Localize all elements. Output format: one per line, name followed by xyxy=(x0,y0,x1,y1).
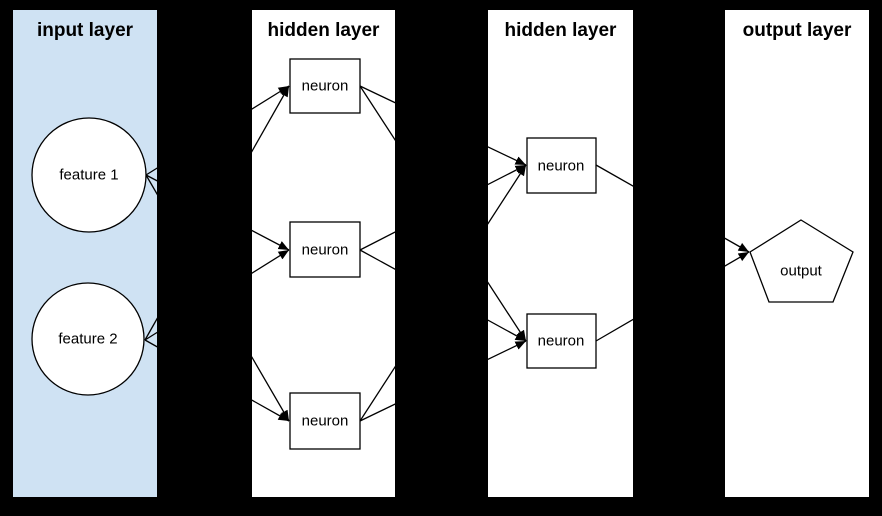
edge-f2-h1n2 xyxy=(144,249,290,341)
nodes xyxy=(31,58,854,450)
edge-f1-h1n3 xyxy=(145,174,290,422)
feature-1-node xyxy=(31,117,147,233)
hidden1-neuron-2-label: neuron xyxy=(301,241,349,259)
hidden2-neuron-2-node xyxy=(526,313,597,369)
output-node xyxy=(749,219,854,303)
edges xyxy=(144,85,750,422)
edge-h1n3-h2n2 xyxy=(359,340,527,422)
edge-f1-h1n1 xyxy=(145,85,290,176)
hidden-layer-2-title: hidden layer xyxy=(504,20,617,41)
input-layer-panel xyxy=(13,10,157,497)
edge-h2n1-out xyxy=(595,164,750,253)
feature-1-label: feature 1 xyxy=(59,166,119,184)
input-layer-title: input layer xyxy=(36,20,134,41)
hidden-layer-1-title: hidden layer xyxy=(267,20,380,41)
feature-2-node xyxy=(31,282,145,396)
edge-f2-h1n1 xyxy=(144,85,290,341)
hidden1-neuron-3-label: neuron xyxy=(301,412,349,430)
hidden1-neuron-3-node xyxy=(289,392,361,450)
hidden1-neuron-1-label: neuron xyxy=(301,77,349,95)
edge-h1n1-h2n1 xyxy=(359,85,527,166)
edge-h1n3-h2n1 xyxy=(359,164,527,422)
edge-h1n1-h2n2 xyxy=(359,85,527,342)
hidden2-neuron-1-label: neuron xyxy=(537,157,585,175)
edge-h1n2-h2n1 xyxy=(359,164,527,251)
hidden2-neuron-2-label: neuron xyxy=(537,332,585,350)
edge-f2-h1n3 xyxy=(144,339,290,422)
output-layer-title: output layer xyxy=(742,20,852,41)
hidden-layer-2-panel xyxy=(488,10,633,497)
edge-h2n2-out xyxy=(595,251,750,342)
hidden1-neuron-2-node xyxy=(289,221,361,278)
hidden2-neuron-1-node xyxy=(526,137,597,194)
hidden1-neuron-1-node xyxy=(289,58,361,114)
feature-2-label: feature 2 xyxy=(58,330,118,348)
edge-h1n2-h2n2 xyxy=(359,249,527,342)
output-label: output xyxy=(780,262,822,280)
